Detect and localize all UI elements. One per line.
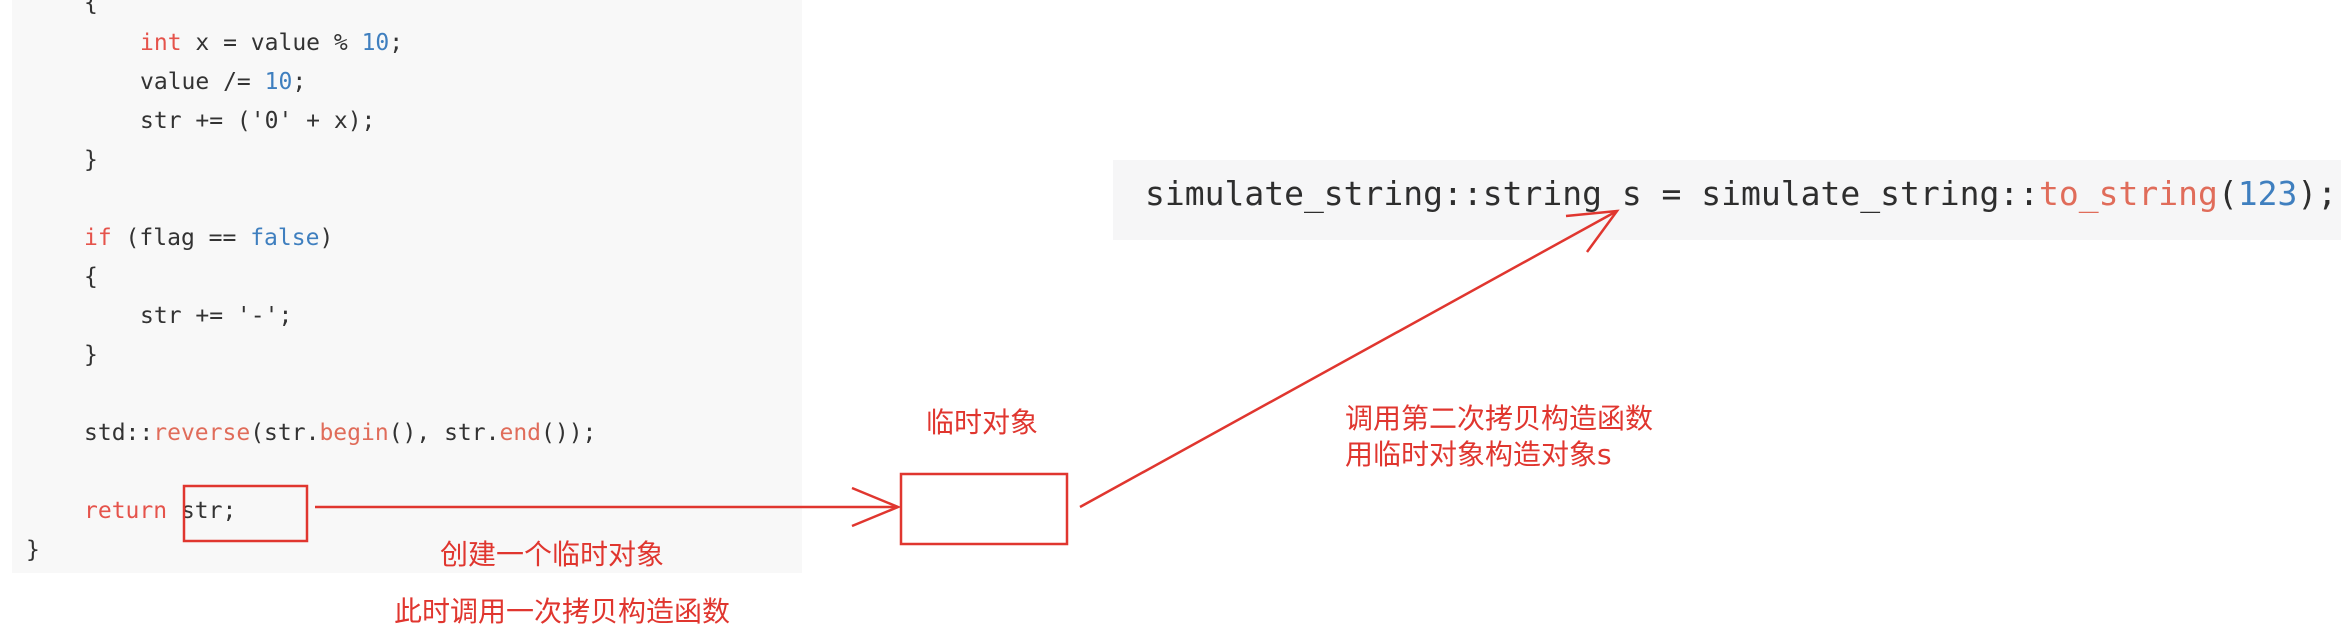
code-text: str += ('0' + x);: [140, 108, 376, 134]
snippet-text: );: [2297, 174, 2338, 213]
return-str-highlight-box: [182, 484, 309, 543]
first-copy-label: 此时调用一次拷贝构造函数: [394, 595, 731, 628]
code-line-close-brace-2: }: [84, 340, 98, 370]
code-line-str-append: str += ('0' + x);: [140, 106, 375, 136]
snippet-panel: simulate_string::string s = simulate_str…: [1113, 160, 2341, 240]
code-line-value-div: value /= 10;: [140, 67, 306, 97]
code-text: (flag ==: [111, 225, 251, 251]
code-text: {: [84, 0, 98, 16]
code-panel: { int x = value % 10; value /= 10; str +…: [12, 0, 802, 573]
code-keyword: int: [140, 30, 182, 56]
code-keyword: return: [84, 498, 168, 524]
code-boolean: false: [250, 225, 320, 251]
code-line-return: return str;: [84, 496, 236, 526]
code-text: ;: [389, 30, 404, 56]
code-line-reverse: std::reverse(str.begin(), str.end());: [84, 418, 596, 448]
code-number: 10: [264, 69, 293, 95]
code-line-int-x: int x = value % 10;: [140, 28, 403, 58]
code-text: str;: [167, 498, 237, 524]
code-line-final-brace: }: [26, 535, 40, 565]
code-line-open-brace: {: [84, 0, 98, 18]
code-text: }: [84, 342, 98, 368]
snippet-text: (: [2217, 174, 2238, 213]
code-text: }: [26, 537, 40, 563]
code-line-open-brace-2: {: [84, 262, 98, 292]
temp-object-label: 临时对象: [926, 406, 1039, 439]
code-line-if-flag: if (flag == false): [84, 223, 333, 253]
snippet-number: 123: [2237, 174, 2298, 213]
code-function: end: [499, 420, 542, 446]
code-text: (), str.: [388, 420, 500, 446]
code-text: ): [319, 225, 334, 251]
code-text: std::: [84, 420, 154, 446]
code-function: reverse: [153, 420, 251, 446]
code-text: ;: [292, 69, 307, 95]
snippet-text: simulate_string::string s = simulate_str…: [1145, 174, 2040, 213]
code-text: }: [84, 147, 98, 173]
code-line-close-brace: }: [84, 145, 98, 175]
code-function: begin: [319, 420, 389, 446]
arrow-to-snippet: [1079, 209, 1618, 509]
code-text: str += '-';: [140, 303, 293, 329]
code-text: (str.: [250, 420, 320, 446]
temp-object-box: [899, 472, 1069, 546]
construct-s-label: 用临时对象构造对象s: [1345, 438, 1612, 471]
code-line-str-minus: str += '-';: [140, 301, 292, 331]
arrow-head-snippet: [1565, 209, 1620, 253]
arrow-head-temp: [851, 486, 902, 528]
second-copy-label: 调用第二次拷贝构造函数: [1345, 402, 1654, 435]
code-text: x = value %: [181, 30, 362, 56]
code-text: ());: [541, 420, 597, 446]
code-keyword: if: [84, 225, 112, 251]
snippet-line: simulate_string::string s = simulate_str…: [1145, 172, 2337, 216]
code-number: 10: [361, 30, 390, 56]
code-text: {: [84, 264, 98, 290]
code-text: value /=: [140, 69, 265, 95]
create-temp-label: 创建一个临时对象: [440, 538, 665, 571]
snippet-function: to_string: [2039, 174, 2218, 213]
